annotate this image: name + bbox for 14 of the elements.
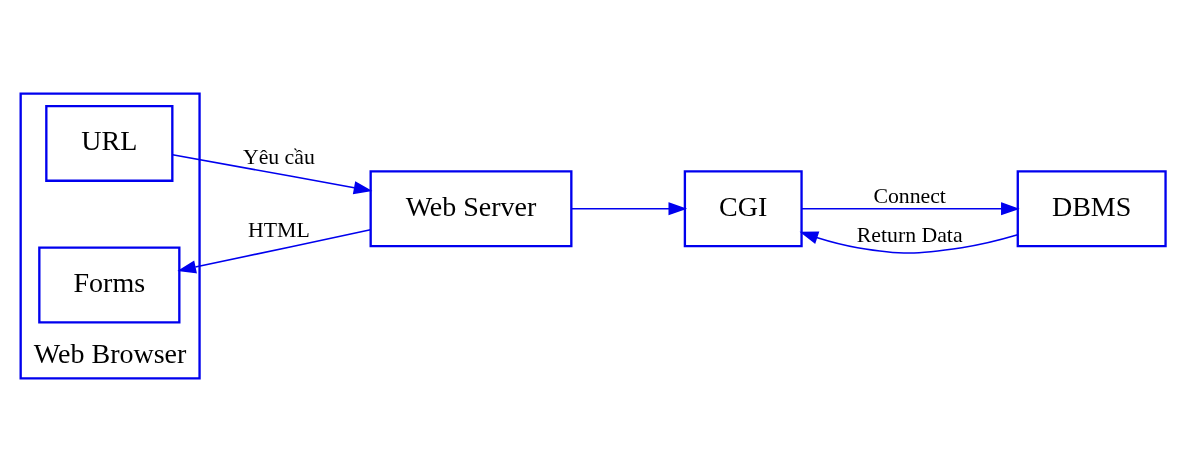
edge-label: Yêu cầu [242,144,315,169]
arrow [177,229,372,274]
node-box: URL [45,104,174,182]
edge-label: Return Data [856,222,963,247]
node-box: DBMS [1016,170,1167,248]
edge-label: Connect [873,183,946,208]
arrow [171,153,373,195]
arrow [801,202,1020,216]
node-box: Web Server [369,170,573,248]
node-box: CGI [683,170,803,248]
arrow [571,202,688,216]
edge-label: HTML [248,218,310,243]
arrow [799,231,1019,254]
node-box: Forms [38,246,181,324]
